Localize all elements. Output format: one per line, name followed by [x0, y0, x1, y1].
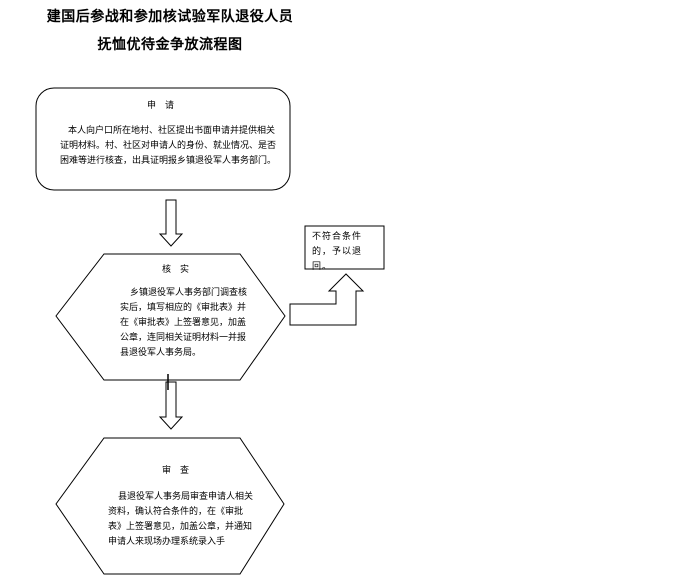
diagram-title-line2: 抚恤优待金争放流程图 [97, 37, 243, 53]
review-body: 县退役军人事务局审查申请人相关资料，确认符合条件的，在《审批表》上签署意见，加盖… [108, 492, 254, 547]
verify-hexagon [55, 253, 286, 381]
apply-heading: 申请 [146, 101, 183, 111]
review-heading: 审查 [161, 466, 198, 476]
apply-box [35, 87, 291, 191]
reject-box [304, 225, 385, 270]
verify-body: 乡镇退役军人事务部门调查核实后，填写相应的《审批表》并在《审批表》上签署意见，加… [120, 288, 248, 358]
verify-heading: 核实 [161, 265, 198, 275]
down-arrow-1 [158, 199, 184, 247]
diagram-title-line1: 建国后参战和参加核试验军队退役人员 [46, 9, 294, 25]
down-arrow-2 [158, 381, 184, 430]
review-hexagon [55, 437, 285, 575]
apply-body: 本人向户口所在地村、社区提出书面申请并提供相关证明材料。村、社区对申请人的身份、… [60, 126, 277, 166]
reject-arrow [289, 273, 365, 326]
reject-body: 不符合条件的，予以退回。 [312, 232, 363, 272]
